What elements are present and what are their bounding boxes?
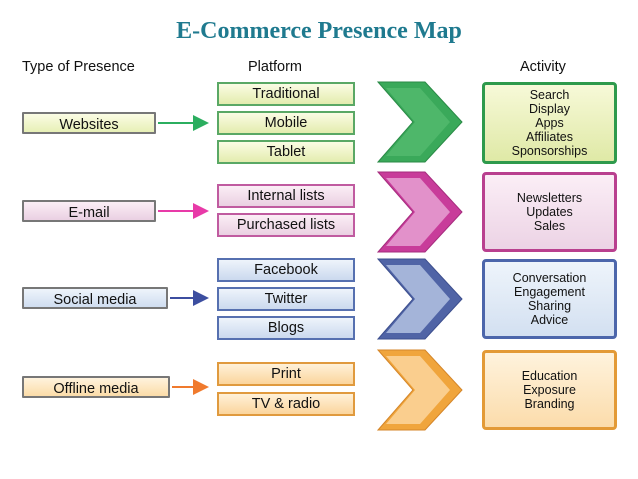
activity-item: Engagement	[514, 285, 585, 299]
activity-item: Newsletters	[516, 191, 583, 205]
platform-box-blogs: Blogs	[217, 316, 355, 340]
platform-box-twitter: Twitter	[217, 287, 355, 311]
platform-box-mobile: Mobile	[217, 111, 355, 135]
activity-item: Sharing	[527, 299, 572, 313]
activity-item: Display	[529, 102, 570, 116]
activity-box-offline-media: Education Exposure Branding	[482, 350, 617, 430]
activity-item: Education	[521, 369, 578, 383]
header-type-of-presence: Type of Presence	[22, 59, 135, 75]
activity-item: Updates	[526, 205, 573, 219]
activity-item: Exposure	[523, 383, 576, 397]
type-box-email: E-mail	[22, 200, 156, 222]
header-activity: Activity	[520, 59, 566, 75]
activity-box-websites: Search Display Apps Affiliates Sponsorsh…	[482, 82, 617, 164]
activity-box-social-media: Conversation Engagement Sharing Advice	[482, 259, 617, 339]
activity-item: Conversation	[512, 271, 587, 285]
type-box-offline-media: Offline media	[22, 376, 170, 398]
activity-item: Search	[529, 88, 570, 102]
activity-item: Branding	[524, 397, 575, 411]
activity-box-email: Newsletters Updates Sales	[482, 172, 617, 252]
platform-box-tv-radio: TV & radio	[217, 392, 355, 416]
type-box-websites: Websites	[22, 112, 156, 134]
header-platform: Platform	[248, 59, 302, 75]
platform-box-facebook: Facebook	[217, 258, 355, 282]
activity-item: Advice	[530, 313, 569, 327]
activity-item: Affiliates	[525, 130, 573, 144]
diagram-title: E-Commerce Presence Map	[176, 18, 462, 44]
activity-item: Sales	[533, 219, 566, 233]
platform-box-traditional: Traditional	[217, 82, 355, 106]
platform-box-purchased-lists: Purchased lists	[217, 213, 355, 237]
activity-item: Apps	[535, 116, 564, 130]
type-box-social-media: Social media	[22, 287, 168, 309]
platform-box-print: Print	[217, 362, 355, 386]
platform-box-internal-lists: Internal lists	[217, 184, 355, 208]
activity-item: Sponsorships	[511, 144, 588, 158]
platform-box-tablet: Tablet	[217, 140, 355, 164]
